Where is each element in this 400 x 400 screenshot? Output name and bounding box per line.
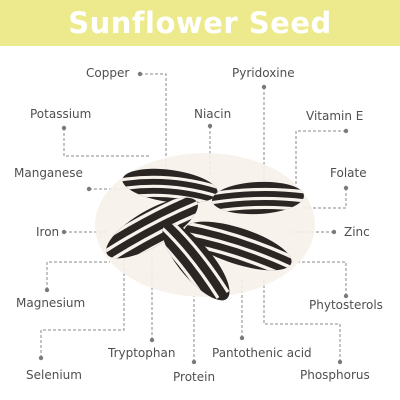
label-niacin: Niacin bbox=[194, 107, 232, 121]
leader-potassium bbox=[63, 128, 150, 157]
label-manganese: Manganese bbox=[14, 166, 83, 180]
label-potassium: Potassium bbox=[30, 107, 92, 121]
label-protein: Protein bbox=[173, 370, 216, 384]
leader-dots bbox=[38, 71, 349, 365]
label-zinc: Zinc bbox=[344, 225, 370, 239]
leader-magnesium bbox=[46, 261, 110, 290]
leader-selenium bbox=[40, 256, 125, 358]
title-banner: Sunflower Seed bbox=[0, 0, 400, 46]
label-iron: Iron bbox=[36, 225, 60, 239]
label-pyridoxine: Pyridoxine bbox=[232, 66, 295, 80]
label-magnesium: Magnesium bbox=[16, 296, 86, 310]
label-phytosterols: Phytosterols bbox=[309, 298, 383, 312]
seed-5 bbox=[152, 218, 230, 305]
label-vitamin-e: Vitamin E bbox=[306, 109, 364, 123]
leader-vitamin-e bbox=[295, 130, 346, 196]
label-tryptophan: Tryptophan bbox=[108, 346, 176, 360]
leader-copper bbox=[140, 73, 167, 170]
label-phosphorus: Phosphorus bbox=[300, 368, 370, 382]
label-pantothenic-acid: Pantothenic acid bbox=[212, 346, 312, 360]
leader-folate bbox=[302, 188, 347, 209]
label-copper: Copper bbox=[86, 66, 130, 80]
leader-phytosterols bbox=[288, 261, 347, 296]
label-folate: Folate bbox=[330, 166, 367, 180]
leader-phosphorus bbox=[263, 276, 341, 362]
label-selenium: Selenium bbox=[26, 368, 82, 382]
page-title: Sunflower Seed bbox=[68, 6, 332, 40]
